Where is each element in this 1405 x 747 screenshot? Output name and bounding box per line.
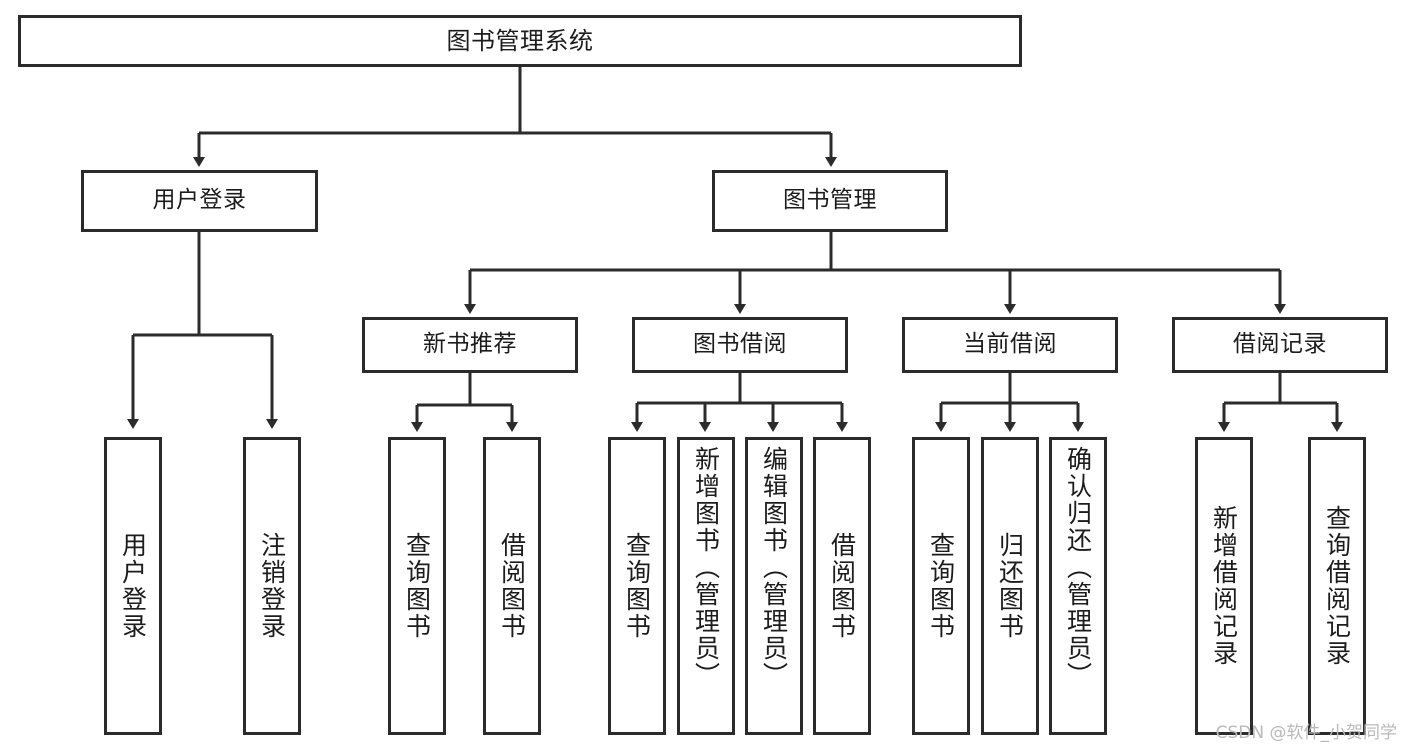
node-root-system-label: 图书管理系统 <box>446 26 594 55</box>
leaf-user-login[interactable]: 用户登录 <box>104 437 162 735</box>
leaf-logout[interactable]: 注销登录 <box>243 437 301 735</box>
leaf-recommend-borrow-book-label: 借阅图书 <box>497 532 527 640</box>
leaf-record-query[interactable]: 查询借阅记录 <box>1308 437 1366 735</box>
leaf-current-query-book-label: 查询图书 <box>926 532 956 640</box>
leaf-borrow-query-book[interactable]: 查询图书 <box>608 437 666 735</box>
node-book-management-label: 图书管理 <box>783 187 877 214</box>
leaf-record-add-label: 新增借阅记录 <box>1209 505 1239 667</box>
leaf-borrow-edit-book[interactable]: 编辑图书（管理员） <box>745 437 803 735</box>
node-user-login-label: 用户登录 <box>152 187 247 214</box>
leaf-recommend-borrow-book[interactable]: 借阅图书 <box>483 437 541 735</box>
leaf-current-confirm-return[interactable]: 确认归还（管理员） <box>1049 437 1107 735</box>
node-book-borrow-label: 图书借阅 <box>693 331 787 358</box>
leaf-logout-label: 注销登录 <box>257 532 287 640</box>
leaf-current-confirm-return-label: 确认归还（管理员） <box>1063 446 1093 689</box>
leaf-current-query-book[interactable]: 查询图书 <box>912 437 970 735</box>
leaf-borrow-query-book-label: 查询图书 <box>622 532 652 640</box>
node-new-book-recommend-label: 新书推荐 <box>423 331 517 358</box>
node-borrow-record[interactable]: 借阅记录 <box>1172 317 1388 373</box>
leaf-record-query-label: 查询借阅记录 <box>1322 505 1352 667</box>
node-root-system[interactable]: 图书管理系统 <box>18 15 1022 67</box>
node-new-book-recommend[interactable]: 新书推荐 <box>362 317 578 373</box>
leaf-borrow-add-book[interactable]: 新增图书（管理员） <box>677 437 735 735</box>
leaf-current-return-book[interactable]: 归还图书 <box>981 437 1039 735</box>
node-user-login[interactable]: 用户登录 <box>81 170 318 232</box>
node-current-borrow[interactable]: 当前借阅 <box>902 317 1118 373</box>
node-current-borrow-label: 当前借阅 <box>963 331 1057 358</box>
leaf-current-return-book-label: 归还图书 <box>995 532 1025 640</box>
leaf-borrow-borrow-book-label: 借阅图书 <box>827 532 857 640</box>
leaf-borrow-borrow-book[interactable]: 借阅图书 <box>813 437 871 735</box>
leaf-borrow-add-book-label: 新增图书（管理员） <box>691 446 721 689</box>
leaf-record-add[interactable]: 新增借阅记录 <box>1195 437 1253 735</box>
node-book-borrow[interactable]: 图书借阅 <box>632 317 848 373</box>
leaf-borrow-edit-book-label: 编辑图书（管理员） <box>759 446 789 689</box>
node-borrow-record-label: 借阅记录 <box>1233 331 1327 358</box>
node-book-management[interactable]: 图书管理 <box>712 170 948 232</box>
leaf-user-login-label: 用户登录 <box>118 532 148 640</box>
leaf-recommend-query-book-label: 查询图书 <box>402 532 432 640</box>
leaf-recommend-query-book[interactable]: 查询图书 <box>388 437 446 735</box>
